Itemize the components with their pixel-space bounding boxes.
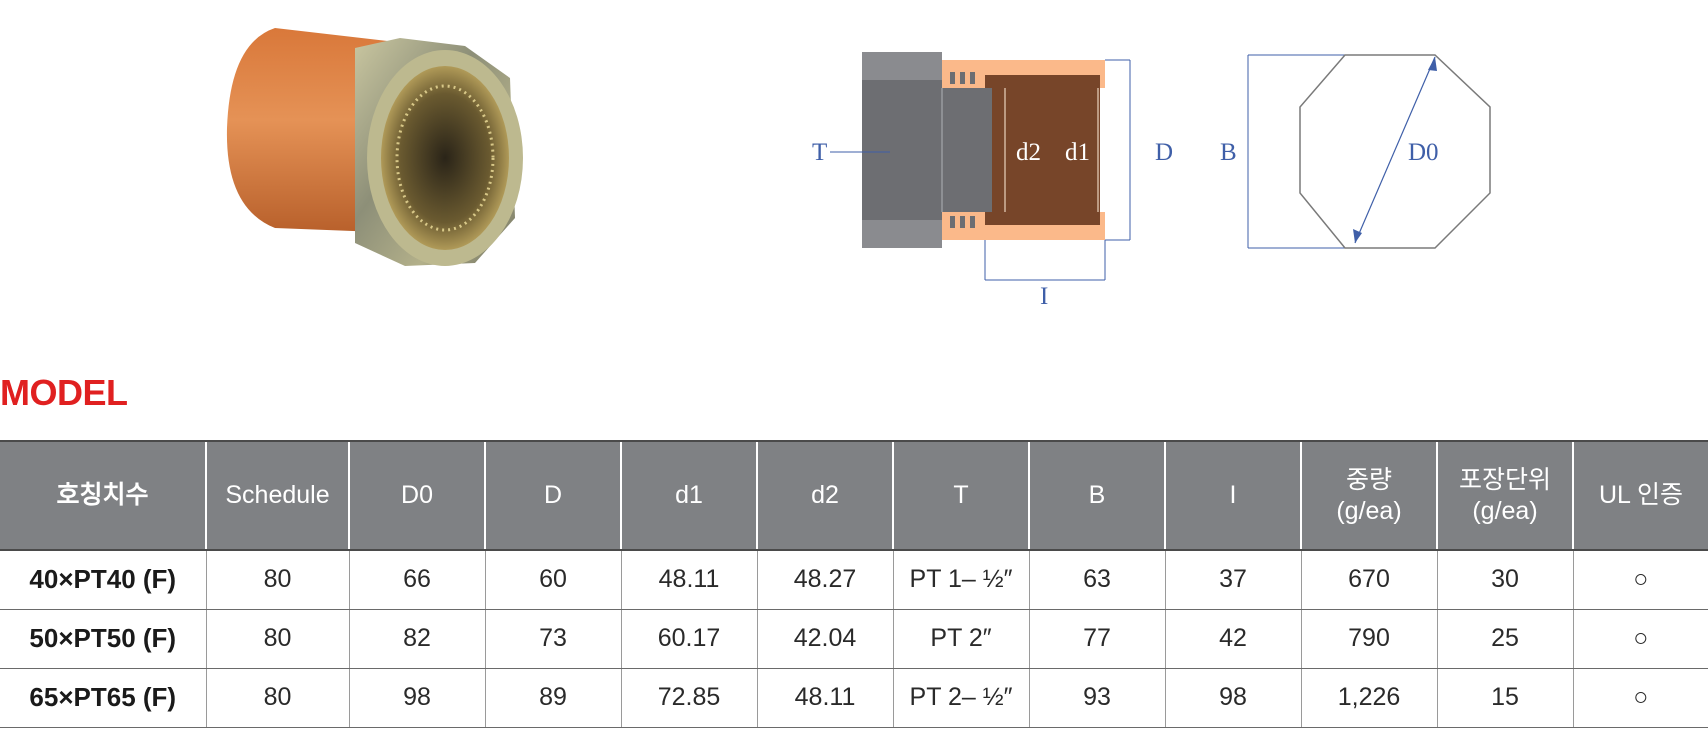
header-nominal-size: 호칭치수: [0, 440, 206, 551]
cell-nominal-size: 65×PT65 (F): [0, 668, 206, 728]
cell-schedule: 80: [205, 668, 349, 728]
cell-b: 93: [1028, 668, 1165, 728]
hex-nut-bottom-band: [862, 220, 942, 248]
cell-d2: 42.04: [756, 609, 893, 669]
header-packing-unit: 포장단위(g/ea): [1436, 440, 1573, 551]
header-d1: d1: [620, 440, 757, 551]
cell-d2: 48.11: [756, 668, 893, 728]
cell-d: 73: [484, 609, 621, 669]
cell-packing-unit: 30: [1436, 550, 1573, 610]
header-d: D: [484, 440, 621, 551]
table-row: 40×PT40 (F) 80 66 60 48.11 48.27 PT 1– ½…: [0, 550, 1708, 610]
cell-schedule: 80: [205, 609, 349, 669]
header-ul-cert: UL 인증: [1572, 440, 1708, 551]
header-t: T: [892, 440, 1029, 551]
product-photo: [226, 28, 523, 266]
cell-packing-unit: 15: [1436, 668, 1573, 728]
label-I: I: [1040, 283, 1048, 310]
cell-d0: 82: [348, 609, 485, 669]
cell-t: PT 2– ½″: [892, 668, 1029, 728]
cell-nominal-size: 50×PT50 (F): [0, 609, 206, 669]
cell-t: PT 2″: [892, 609, 1029, 669]
header-d0: D0: [348, 440, 485, 551]
thread-teeth-bottom: [950, 216, 975, 228]
label-B: B: [1220, 139, 1237, 166]
hex-nut-top-band: [862, 52, 942, 80]
table-header-row: 호칭치수 Schedule D0 D d1 d2 T B I 중량(g/ea) …: [0, 440, 1708, 551]
label-d1: d1: [1065, 139, 1090, 166]
cell-i: 42: [1164, 609, 1301, 669]
cell-nominal-size: 40×PT40 (F): [0, 550, 206, 610]
cell-d1: 48.11: [620, 550, 757, 610]
thread-teeth-top: [950, 72, 975, 84]
label-D0: D0: [1408, 139, 1439, 166]
section-title: MODEL: [0, 372, 128, 413]
label-T: T: [812, 139, 827, 166]
header-weight: 중량(g/ea): [1300, 440, 1437, 551]
table-row: 65×PT65 (F) 80 98 89 72.85 48.11 PT 2– ½…: [0, 668, 1708, 728]
header-d2: d2: [756, 440, 893, 551]
cell-ul-cert: ○: [1572, 668, 1708, 728]
model-table: 호칭치수 Schedule D0 D d1 d2 T B I 중량(g/ea) …: [0, 440, 1708, 728]
hex-nut-section: [862, 52, 942, 248]
cell-b: 63: [1028, 550, 1165, 610]
octagon-diagram: B D0: [1220, 54, 1491, 249]
octagon-outline: [1299, 54, 1491, 249]
cell-ul-cert: ○: [1572, 609, 1708, 669]
cell-weight: 790: [1300, 609, 1437, 669]
cell-t: PT 1– ½″: [892, 550, 1029, 610]
cell-weight: 1,226: [1300, 668, 1437, 728]
cell-packing-unit: 25: [1436, 609, 1573, 669]
cell-d0: 98: [348, 668, 485, 728]
cell-d0: 66: [348, 550, 485, 610]
cell-d: 89: [484, 668, 621, 728]
pipe-bore: [985, 75, 1100, 225]
label-D: D: [1155, 139, 1173, 166]
cell-ul-cert: ○: [1572, 550, 1708, 610]
cell-d1: 72.85: [620, 668, 757, 728]
header-schedule: Schedule: [205, 440, 349, 551]
cell-i: 37: [1164, 550, 1301, 610]
label-d2: d2: [1016, 139, 1041, 166]
inner-sleeve: [942, 88, 992, 212]
cell-b: 77: [1028, 609, 1165, 669]
header-b: B: [1028, 440, 1165, 551]
cell-d: 60: [484, 550, 621, 610]
cross-section-diagram: T d2 d1 D I: [812, 52, 1173, 310]
cell-schedule: 80: [205, 550, 349, 610]
cell-weight: 670: [1300, 550, 1437, 610]
cell-d1: 60.17: [620, 609, 757, 669]
cell-i: 98: [1164, 668, 1301, 728]
cell-d2: 48.27: [756, 550, 893, 610]
table-row: 50×PT50 (F) 80 82 73 60.17 42.04 PT 2″ 7…: [0, 609, 1708, 669]
header-i: I: [1164, 440, 1301, 551]
